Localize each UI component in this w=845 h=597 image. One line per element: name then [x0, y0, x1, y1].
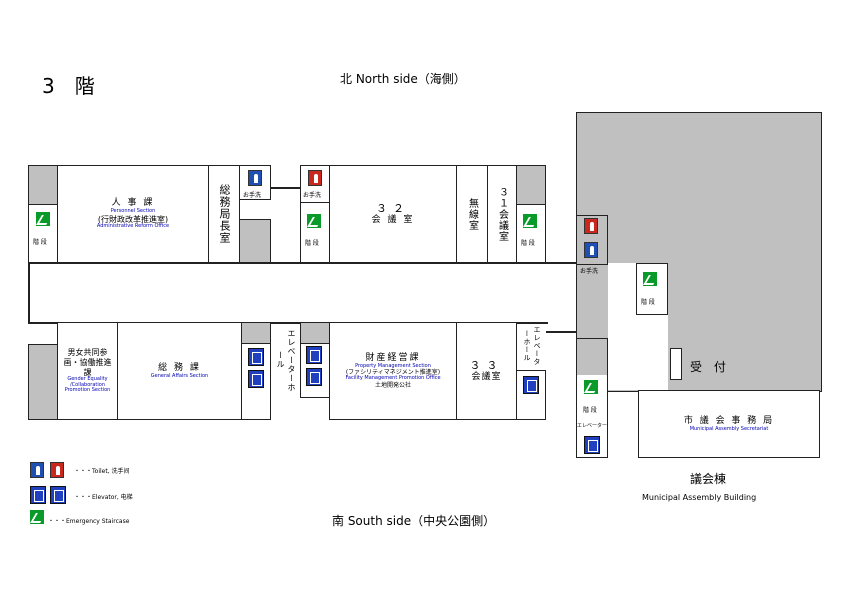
legend-stairs-label: ・・・Emergency Staircase	[48, 518, 130, 525]
legend-toilet-label: ・・・Toilet, 洗手间	[74, 468, 130, 475]
land-corp-jp: 土地開発公社	[374, 381, 411, 389]
washroom-label: お手洗	[243, 192, 262, 199]
assembly-secretariat-room: 市 議 会 事 務 局 Municipal Assembly Secretari…	[638, 390, 820, 458]
elevator-icon	[523, 376, 539, 394]
elevator-icon	[248, 348, 264, 366]
female-toilet-icon	[584, 218, 598, 234]
secretariat-en: Municipal Assembly Secretariat	[689, 425, 769, 432]
legend-stairs-icon	[30, 510, 44, 524]
assembly-stairs-room	[636, 263, 668, 315]
facility-jp: (ファシリティマネジメント推進室)	[345, 369, 441, 377]
personnel-jp: 人 事 課	[111, 198, 155, 209]
property-jp: 財産経営課	[365, 352, 421, 363]
conference-room-32: ３２ 会 議 室	[329, 165, 457, 263]
elevator-icon	[248, 370, 264, 388]
conference-room-33: ３３ 会議室	[456, 322, 517, 420]
north-gray-2	[239, 219, 271, 263]
corridor-link-south	[546, 331, 576, 333]
facility-en: Facility Management Promotion Office	[345, 375, 441, 382]
conference-room-31: ３１会議室	[487, 165, 517, 263]
personnel-section-room: 人 事 課 Personnel Section (行財政改革推進室) Admin…	[57, 165, 209, 263]
south-gray-1	[241, 322, 271, 344]
stairs-icon	[584, 380, 598, 394]
property-management-room: 財産経営課 Property Management Section (ファシリテ…	[329, 322, 457, 420]
elevator-hall-label: エレベーターホール	[276, 328, 296, 392]
north-east-stairs-room	[516, 204, 546, 263]
legend-female-toilet-icon	[50, 462, 64, 478]
stairs-label: 階 段	[521, 240, 535, 247]
corridor-south-wall	[28, 322, 548, 324]
radio-room: 無線室	[456, 165, 488, 263]
elevator-icon	[306, 368, 322, 386]
general-affairs-room: 総 務 課 General Affairs Section	[117, 322, 242, 420]
property-en: Property Management Section	[355, 362, 431, 369]
gender-equality-jp: 男女共同参画・協働推進課	[63, 348, 112, 377]
general-affairs-en: General Affairs Section	[150, 372, 209, 379]
radio-room-label: 無線室	[466, 197, 478, 231]
assembly-building-jp: 議会棟	[690, 472, 727, 486]
south-gray-2	[300, 322, 330, 344]
north-west-gray	[28, 165, 58, 205]
elevator-hall-1: エレベーターホール	[272, 325, 300, 395]
secretariat-jp: 市 議 会 事 務 局	[683, 415, 775, 426]
corridor-west-wall	[28, 262, 30, 322]
washroom-label: お手洗	[303, 192, 322, 199]
admin-reform-en: Administrative Reform Office	[96, 223, 170, 230]
stairs-icon	[36, 212, 50, 226]
north-east-gray	[516, 165, 546, 205]
legend-elevator-icon	[50, 486, 66, 504]
gender-equality-room: 男女共同参画・協働推進課 Gender Equality /Collaborat…	[57, 322, 118, 420]
admin-reform-jp: (行財政改革推進室)	[97, 214, 169, 224]
conference-31-label: ３１会議室	[496, 186, 508, 242]
south-west-gray	[28, 344, 58, 420]
washroom-label: お手洗	[580, 268, 599, 275]
conference-33-label: 会議室	[471, 372, 502, 383]
assembly-south-gray	[577, 339, 607, 375]
conference-33-number: ３３	[469, 359, 504, 372]
stairs-icon	[523, 214, 537, 228]
south-label: 南 South side（中央公園側）	[332, 514, 496, 528]
elevator-label-small: エレベーター	[577, 423, 608, 429]
wall-connector	[270, 187, 301, 189]
elevator-hall-2: エレベーターホール	[518, 323, 546, 369]
elevator-hall-label: エレベーターホール	[523, 326, 541, 366]
legend-elevator-icon	[30, 486, 46, 504]
legend-elevator-label: ・・・Elevator, 电梯	[74, 494, 133, 501]
gender-equality-en: Gender Equality /Collaboration Promotion…	[64, 376, 111, 394]
general-affairs-jp: 総 務 課	[158, 362, 201, 373]
director-room-label: 総務局長室	[218, 184, 231, 244]
north-stairs-room-2	[300, 202, 330, 263]
reception-label: 受 付	[690, 360, 730, 374]
corridor-link	[546, 262, 576, 264]
stairs-label: 階 段	[305, 240, 319, 247]
corridor-north-wall	[28, 262, 548, 264]
assembly-building-en: Municipal Assembly Building	[642, 493, 757, 502]
stairs-label: 階 段	[33, 239, 47, 246]
stairs-label: 階 段	[641, 299, 655, 306]
personnel-en: Personnel Section	[110, 208, 156, 215]
male-toilet-icon	[584, 242, 598, 258]
stairs-icon	[643, 272, 657, 286]
stairs-icon	[307, 214, 321, 228]
male-toilet-icon	[248, 170, 262, 186]
general-affairs-director-room: 総務局長室	[208, 165, 240, 263]
legend-male-toilet-icon	[30, 462, 44, 478]
elevator-icon	[584, 436, 600, 454]
conference-32-number: ３２	[376, 202, 410, 215]
stairs-label: 階 段	[583, 407, 597, 414]
conference-32-label: 会 議 室	[371, 215, 415, 226]
floor-title: 3 階	[42, 74, 95, 98]
north-label: 北 North side（海側）	[340, 72, 466, 86]
south-east-elevator-room	[516, 370, 546, 420]
elevator-icon	[306, 346, 322, 364]
reception-counter	[670, 348, 682, 380]
female-toilet-icon	[308, 170, 322, 186]
